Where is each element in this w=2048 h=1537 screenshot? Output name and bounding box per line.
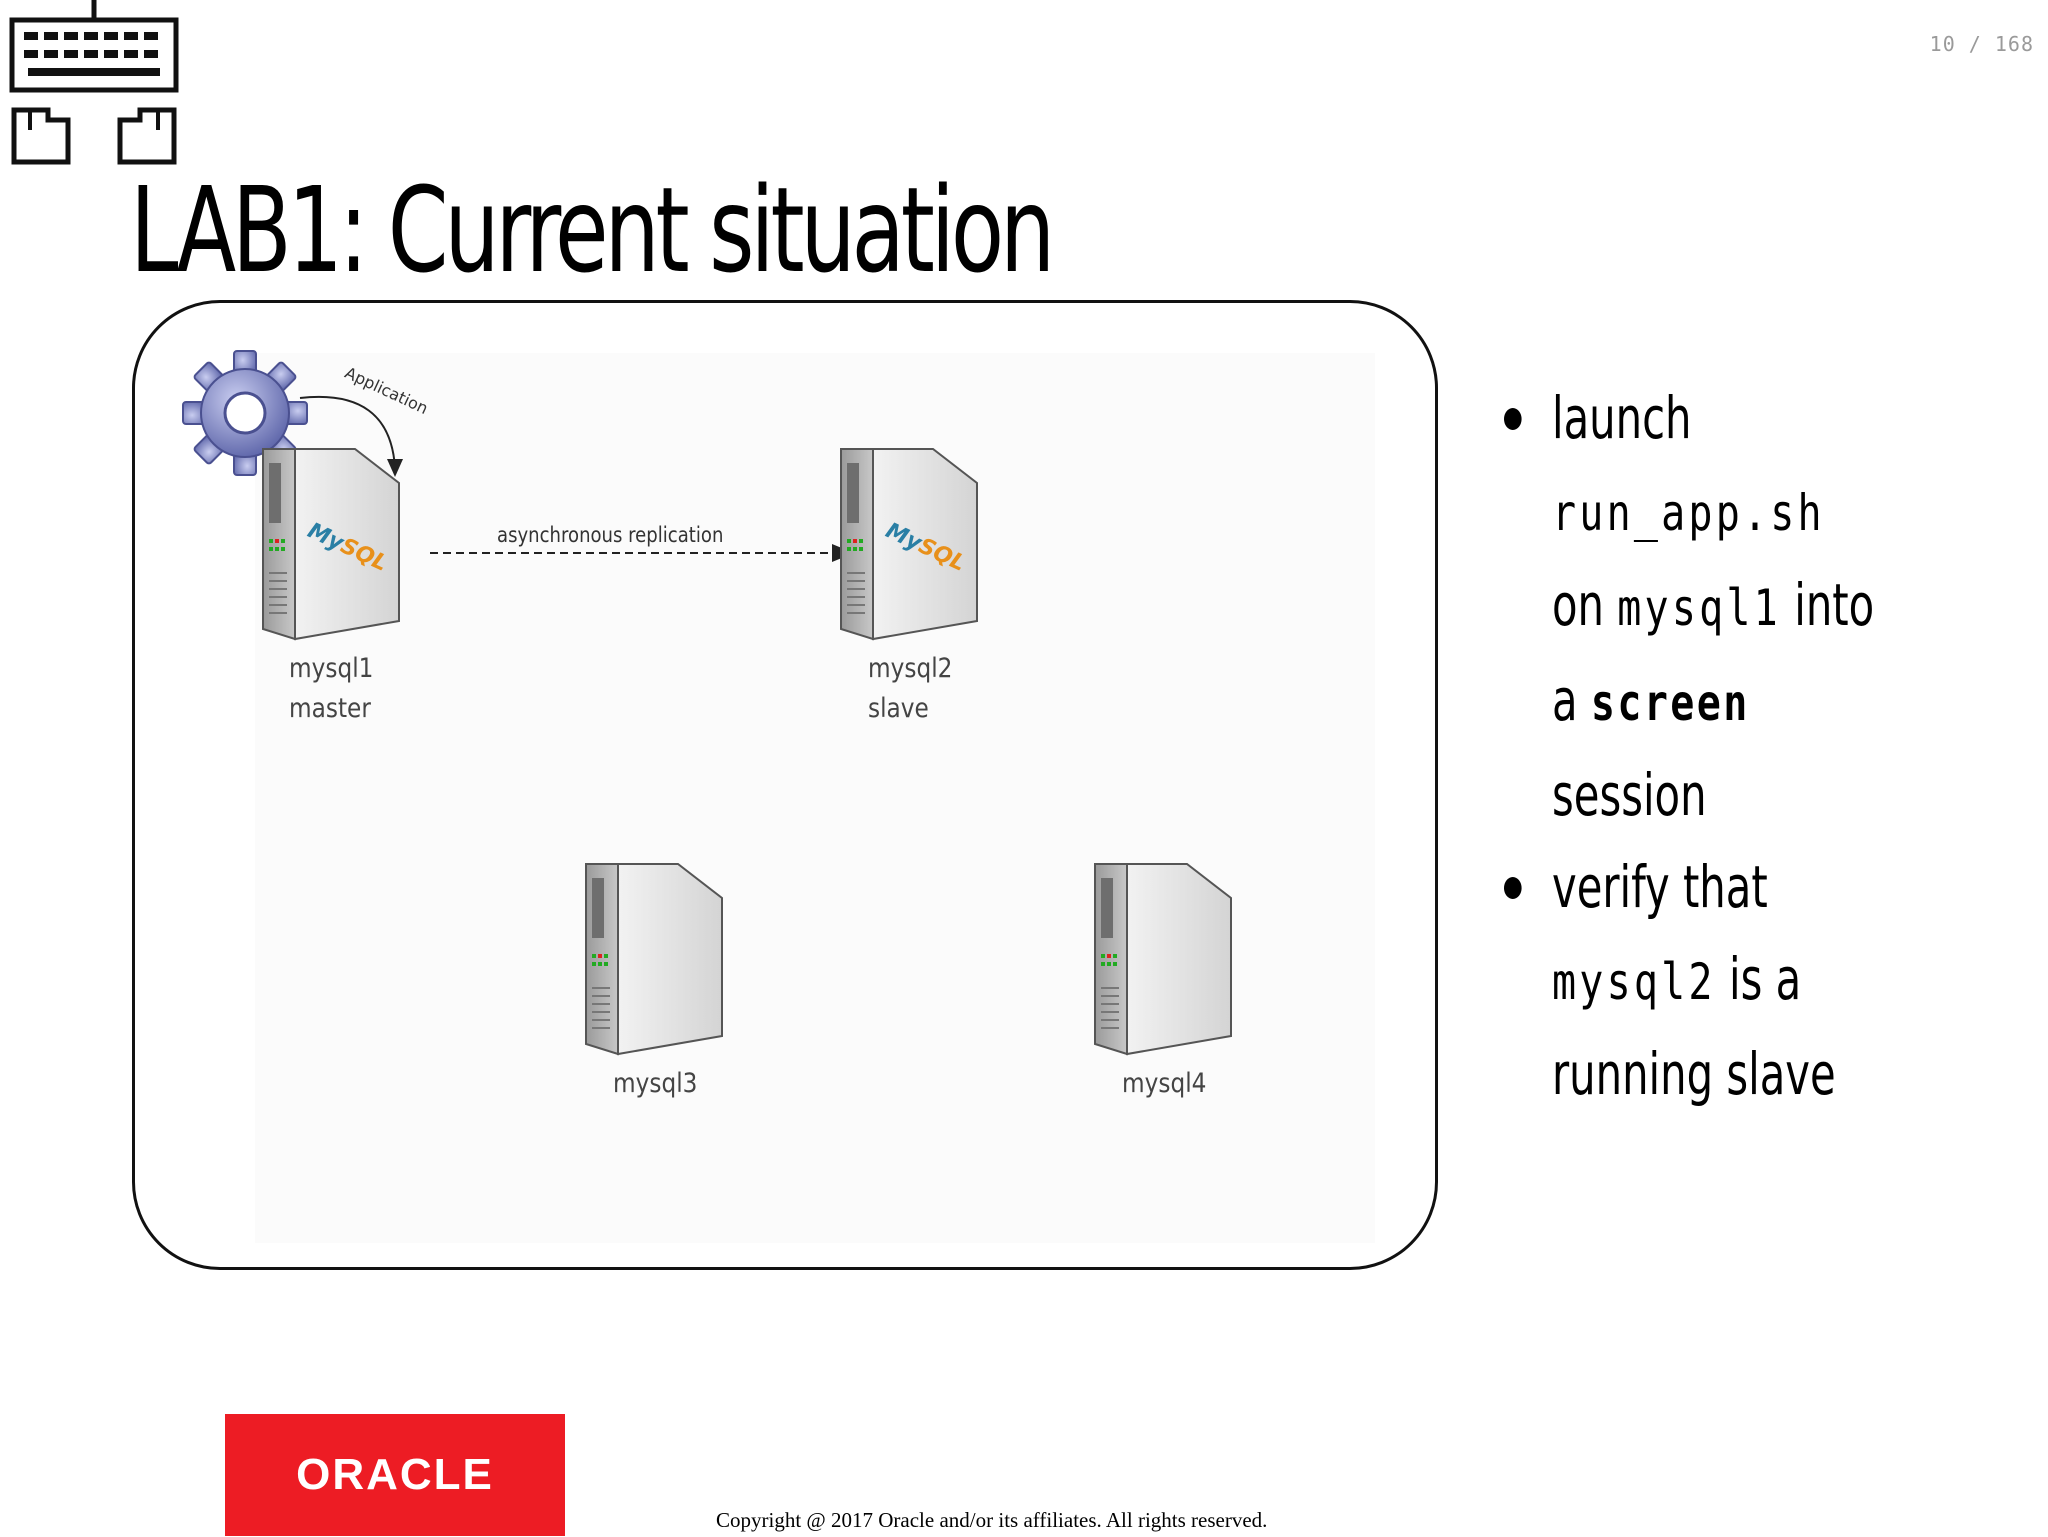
page-counter: 10 / 168 — [1930, 32, 2034, 56]
bullet-text: launch — [1552, 384, 1692, 452]
server-role: slave — [868, 693, 929, 724]
bullet-dot — [1504, 877, 1522, 899]
bullet-dot — [1504, 408, 1522, 430]
bullet-line: on mysql1 into — [1552, 559, 1944, 654]
bullet-item: launch run_app.sh on mysql1 into a scree… — [1496, 372, 1944, 841]
bullet-line: run_app.sh — [1552, 464, 1944, 559]
bullet-text: running slave — [1552, 1040, 1836, 1108]
server-name: mysql1 — [289, 653, 373, 684]
copyright-text: Copyright @ 2017 Oracle and/or its affil… — [716, 1508, 1267, 1533]
bullet-line: a screen — [1552, 654, 1944, 749]
bullet-text: verify that — [1552, 853, 1768, 921]
server-name: mysql4 — [1122, 1068, 1206, 1099]
oracle-logo: ORACLE — [225, 1414, 565, 1536]
server-mysql4 — [1087, 858, 1237, 1058]
server-mysql1: MySQL — [255, 443, 405, 643]
code-text: screen — [1591, 674, 1750, 732]
keyboard-icon — [8, 0, 180, 170]
bullet-text: on — [1552, 571, 1604, 639]
server-mysql3 — [578, 858, 728, 1058]
bullet-item: verify that mysql2 is a running slave — [1496, 841, 1944, 1120]
server-mysql2: MySQL — [833, 443, 983, 643]
bullet-text: is a — [1729, 945, 1801, 1013]
code-text: run_app.sh — [1552, 484, 1825, 542]
replication-arrow — [430, 538, 860, 568]
server-role: master — [289, 693, 371, 724]
bullet-line: mysql2 is a — [1552, 933, 1944, 1028]
server-name: mysql2 — [868, 653, 952, 684]
bullet-line: launch — [1552, 372, 1944, 464]
architecture-diagram: Application MySQL mysql1 master asyn — [132, 300, 1438, 1270]
bullet-list: launch run_app.sh on mysql1 into a scree… — [1496, 372, 1944, 1120]
server-name: mysql3 — [613, 1068, 697, 1099]
bullet-text: into — [1794, 571, 1874, 639]
page-title: LAB1: Current situation — [130, 165, 1051, 295]
bullet-line: running slave — [1552, 1028, 1944, 1120]
code-text: mysql1 — [1617, 579, 1781, 637]
code-text: mysql2 — [1552, 953, 1716, 1011]
bullet-text: a — [1552, 666, 1578, 734]
bullet-line: verify that — [1552, 841, 1944, 933]
bullet-text: session — [1552, 761, 1707, 829]
bullet-line: session — [1552, 749, 1944, 841]
diagram-canvas: Application MySQL mysql1 master asyn — [255, 353, 1375, 1243]
oracle-logo-text: ORACLE — [296, 1450, 494, 1500]
